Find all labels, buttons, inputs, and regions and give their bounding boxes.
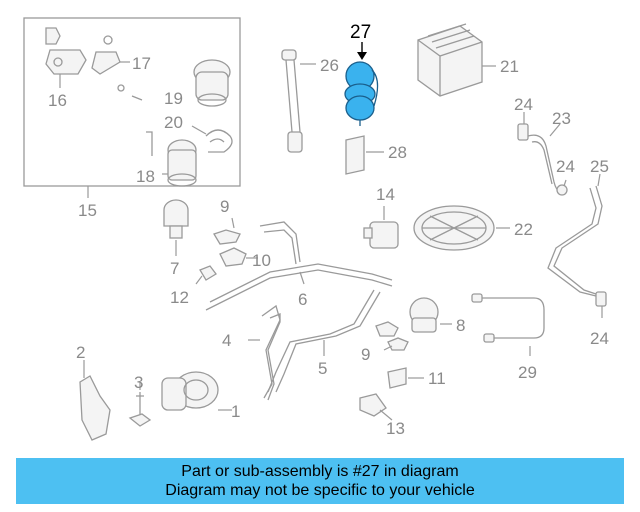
callout-14: 14: [376, 185, 395, 204]
part-24-fitting-b[interactable]: [556, 179, 568, 196]
banner-line-disclaimer: Diagram may not be specific to your vehi…: [165, 482, 475, 499]
part-info-banner: Part or sub-assembly is #27 in diagram D…: [16, 458, 624, 504]
part-1-air-pump[interactable]: [161, 371, 232, 411]
callout-6: 6: [298, 290, 307, 309]
part-4-pipe[interactable]: [248, 304, 281, 401]
callout-3: 3: [134, 373, 143, 392]
leader-27-arrowhead: [357, 52, 367, 60]
callout-17: 17: [132, 54, 151, 73]
callout-12: 12: [170, 288, 189, 307]
part-21-module[interactable]: [417, 23, 496, 97]
part-5-pipe[interactable]: [267, 289, 381, 393]
callout-5: 5: [318, 359, 327, 378]
callout-11: 11: [428, 369, 446, 388]
callout-15: 15: [78, 201, 97, 220]
part-28-bracket[interactable]: [345, 135, 384, 175]
part-10-gasket[interactable]: [219, 247, 258, 267]
part-27-lobe-bottom: [345, 95, 375, 121]
part-11-bracket[interactable]: [387, 367, 424, 389]
callout-24-a: 24: [514, 95, 533, 114]
callout-25: 25: [590, 157, 609, 176]
callout-23: 23: [552, 109, 571, 128]
callout-21: 21: [500, 57, 519, 76]
part-13-bracket[interactable]: [359, 393, 393, 421]
callout-20: 20: [164, 113, 183, 132]
part-2-heat-shield[interactable]: [79, 360, 111, 441]
part-22-gasket[interactable]: [413, 205, 510, 251]
part-27-highlighted-assembly[interactable]: [344, 61, 379, 126]
callout-7: 7: [170, 259, 179, 278]
part-29-sensor-line[interactable]: [471, 293, 545, 356]
callout-16: 16: [48, 91, 67, 110]
banner-line-part-number: Part or sub-assembly is #27 in diagram: [181, 463, 459, 480]
exploded-parts-diagram: 1 2 3 4 5 6 7 8 9 9 10 11 12 13 14 15 16…: [23, 17, 609, 441]
part-12-connector[interactable]: [195, 265, 217, 285]
part-24-fitting-a[interactable]: [517, 112, 529, 141]
callout-10: 10: [252, 251, 271, 270]
part-26-rod[interactable]: [281, 49, 316, 153]
callout-28: 28: [388, 143, 407, 162]
callout-19: 19: [164, 89, 183, 108]
callout-8: 8: [456, 316, 465, 335]
callout-29: 29: [518, 363, 537, 382]
part-14-sensor[interactable]: [363, 206, 399, 249]
callout-18: 18: [136, 167, 155, 186]
part-24-fitting-c[interactable]: [595, 291, 607, 318]
part-9-gasket-lower[interactable]: [375, 321, 409, 351]
callout-9-upper: 9: [220, 197, 229, 216]
part-7-valve[interactable]: [163, 199, 189, 256]
part-20-hose[interactable]: [191, 125, 233, 153]
part-19-valve[interactable]: [193, 59, 231, 107]
part-18-solenoid[interactable]: [146, 131, 197, 187]
callout-1: 1: [231, 402, 240, 421]
callout-9-lower: 9: [361, 345, 370, 364]
callout-26: 26: [320, 56, 339, 75]
part-25-line[interactable]: [547, 173, 603, 297]
callout-27-highlighted: 27: [350, 22, 371, 43]
callout-24-c: 24: [590, 329, 609, 348]
callout-13: 13: [386, 419, 405, 438]
callout-2: 2: [76, 343, 85, 362]
part-3-bolt[interactable]: [128, 382, 152, 427]
part-9-gasket-upper[interactable]: [213, 217, 241, 245]
part-6-pipe[interactable]: [205, 221, 393, 311]
callout-4: 4: [222, 331, 231, 350]
group-box-15: [23, 17, 241, 187]
part-16-bracket[interactable]: [45, 27, 87, 88]
part-8-egr-valve[interactable]: [409, 297, 452, 333]
part-17-fastener[interactable]: [91, 35, 143, 101]
callout-22: 22: [514, 220, 533, 239]
callout-24-b: 24: [556, 157, 575, 176]
